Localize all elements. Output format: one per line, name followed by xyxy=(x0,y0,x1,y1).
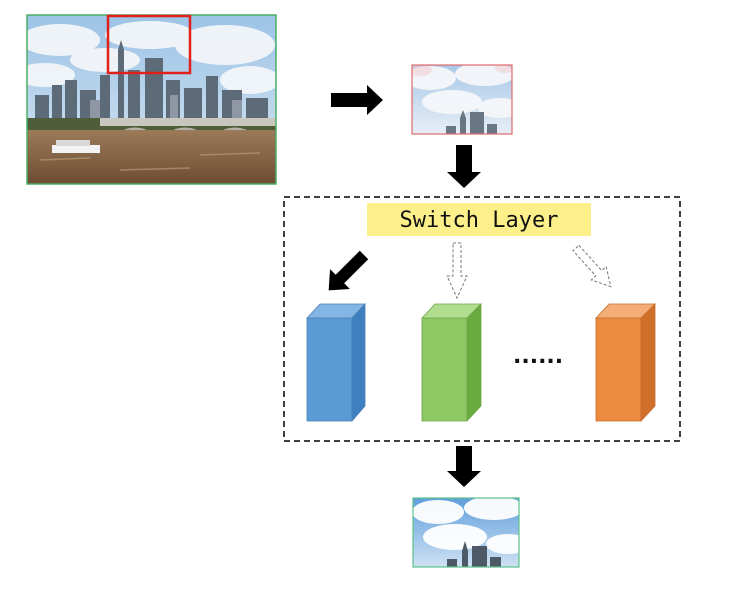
dashed-arrow-to-green-block xyxy=(446,242,468,300)
crop-region-box xyxy=(106,14,192,75)
cropped-patch-image xyxy=(412,65,512,134)
cropped-patch-border xyxy=(411,64,513,135)
arrow-down-to-output xyxy=(447,446,481,487)
output-patch-border xyxy=(412,497,520,568)
switch-layer-label: Switch Layer xyxy=(400,208,559,233)
ellipsis: ...... xyxy=(513,344,563,369)
blue-block xyxy=(306,302,366,423)
arrow-to-blue-block xyxy=(328,250,369,291)
arrow-right xyxy=(331,85,383,115)
dashed-arrow-to-orange-block xyxy=(572,244,612,288)
switch-layer-box xyxy=(367,203,591,236)
input-city-image xyxy=(27,15,276,184)
output-patch-image xyxy=(413,498,519,567)
arrow-down-to-switch xyxy=(447,145,481,188)
green-block xyxy=(421,303,482,423)
orange-block xyxy=(595,303,656,423)
